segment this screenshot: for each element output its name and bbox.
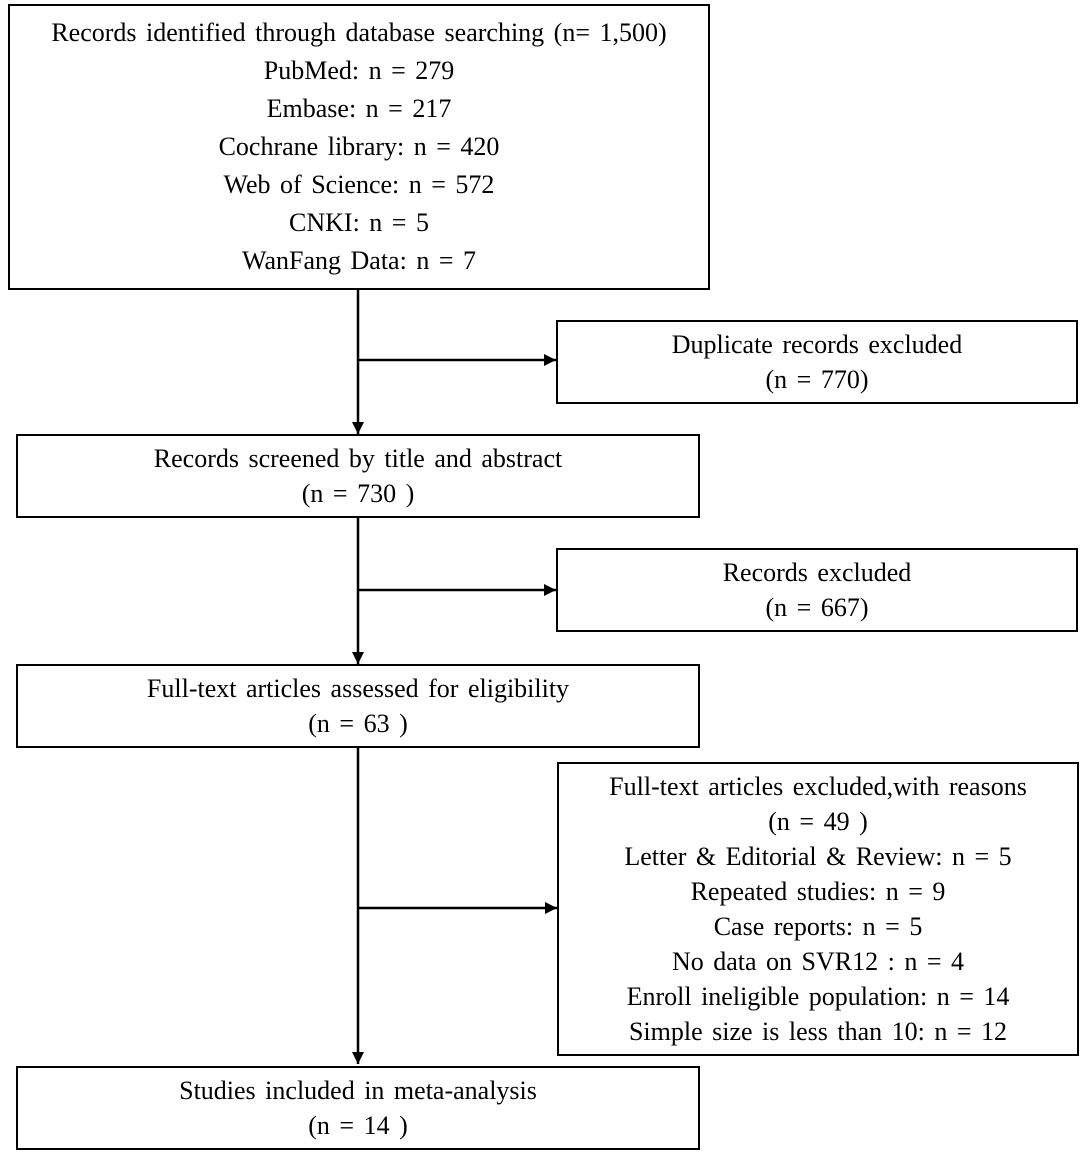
records-excluded-title: Records excluded [722, 558, 912, 587]
source-embase: Embase: n = 217 [266, 94, 452, 123]
fulltext-excluded-count: (n = 49 ) [768, 807, 868, 836]
fulltext-excluded-title: Full-text articles excluded,with reasons [609, 772, 1027, 801]
source-cochrane: Cochrane library: n = 420 [218, 132, 500, 161]
reason-repeated-studies: Repeated studies: n = 9 [690, 877, 946, 906]
records-identified-title: Records identified through database sear… [51, 18, 667, 47]
records-screened-title: Records screened by title and abstract [153, 444, 563, 473]
studies-included-count: (n = 14 ) [308, 1111, 408, 1140]
studies-included-title: Studies included in meta-analysis [179, 1076, 537, 1105]
reason-case-reports: Case reports: n = 5 [713, 912, 923, 941]
reason-small-sample-size: Simple size is less than 10: n = 12 [628, 1017, 1008, 1046]
source-web-of-science: Web of Science: n = 572 [223, 170, 495, 199]
records-excluded-count: (n = 667) [765, 593, 869, 622]
fulltext-assessed-count: (n = 63 ) [308, 709, 408, 738]
reason-letter-editorial-review: Letter & Editorial & Review: n = 5 [624, 842, 1012, 871]
reason-ineligible-population: Enroll ineligible population: n = 14 [626, 982, 1010, 1011]
records-screened-box: Records screened by title and abstract (… [16, 434, 700, 518]
source-cnki: CNKI: n = 5 [289, 208, 429, 237]
records-excluded-box: Records excluded (n = 667) [556, 548, 1078, 632]
duplicates-excluded-box: Duplicate records excluded (n = 770) [556, 320, 1078, 404]
records-screened-count: (n = 730 ) [301, 479, 415, 508]
fulltext-assessed-box: Full-text articles assessed for eligibil… [16, 664, 700, 748]
fulltext-assessed-title: Full-text articles assessed for eligibil… [146, 674, 570, 703]
duplicates-excluded-count: (n = 770) [765, 365, 869, 394]
reason-no-svr12-data: No data on SVR12 : n = 4 [671, 947, 965, 976]
studies-included-box: Studies included in meta-analysis (n = 1… [16, 1066, 700, 1150]
source-wanfang: WanFang Data: n = 7 [242, 246, 476, 275]
duplicates-excluded-title: Duplicate records excluded [671, 330, 963, 359]
fulltext-excluded-box: Full-text articles excluded,with reasons… [557, 762, 1079, 1056]
source-pubmed: PubMed: n = 279 [263, 56, 455, 85]
records-identified-box: Records identified through database sear… [8, 4, 710, 290]
